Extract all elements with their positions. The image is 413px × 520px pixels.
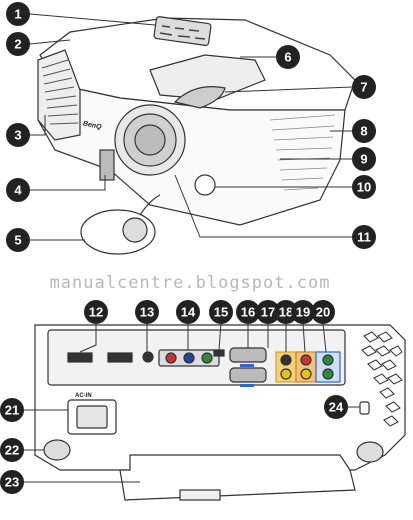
callout-1: 1 [6,2,30,26]
callout-11: 11 [352,225,376,249]
svg-text:12: 12 [89,305,103,320]
callout-21: 21 [0,398,24,422]
rear-foot-right [356,441,384,463]
component-ports [158,349,220,367]
adjuster-foot [99,149,115,181]
watermark-text: manualcentre.blogspot.com [50,273,331,293]
security-lock-slot [359,401,370,415]
svg-text:4: 4 [14,183,22,198]
power-socket-inner [76,405,108,429]
callout-24: 24 [324,395,348,419]
svg-text:20: 20 [316,305,330,320]
lens-cap-strap [139,194,161,216]
av-ports [275,351,341,383]
svg-text:9: 9 [360,152,367,167]
projector-front-face [37,84,346,226]
svg-text:15: 15 [214,305,228,320]
callout-15: 15 [209,300,233,324]
svg-text:7: 7 [360,80,367,95]
callout-6: 6 [276,45,300,69]
svg-text:21: 21 [5,403,19,418]
lens-inner [134,124,166,156]
callout-13: 13 [135,300,159,324]
callout-22: 22 [0,438,24,462]
svg-text:18: 18 [279,305,293,320]
callout-16: 16 [236,300,260,324]
acin-label: AC-IN [75,393,92,399]
rear-vent-holes [361,331,403,427]
bottom-leader-lines [24,322,360,483]
hdmi-port-2 [107,352,133,363]
callout-17: 17 [256,300,280,324]
svg-text:1: 1 [14,7,21,22]
callout-20: 20 [311,300,335,324]
svg-text:23: 23 [5,475,19,490]
callout-19: 19 [291,300,315,324]
lamp-cover [119,454,356,501]
top-callouts: 1 2 3 4 5 6 7 8 9 10 11 [6,2,376,252]
callout-18: 18 [274,300,298,324]
callout-23: 23 [0,470,24,494]
left-vent-panel [37,49,81,141]
brand-logo: BenQ [82,120,102,131]
svg-text:8: 8 [360,124,367,139]
callout-5: 5 [6,228,30,252]
lens-cap-knob [122,217,148,243]
svg-text:19: 19 [296,305,310,320]
svg-text:2: 2 [14,37,21,52]
callout-12: 12 [84,300,108,324]
ir-sensor [194,174,216,196]
projector-front-view [37,16,356,255]
zoom-ring-icon [173,86,226,109]
top-leader-lines [29,13,353,241]
svg-text:11: 11 [357,230,371,245]
svg-text:16: 16 [241,305,255,320]
svg-text:13: 13 [140,305,154,320]
svg-text:3: 3 [14,128,21,143]
svg-text:17: 17 [261,305,275,320]
callout-7: 7 [352,75,376,99]
svg-text:24: 24 [329,400,344,415]
rear-foot-left [43,439,71,461]
callout-14: 14 [176,300,200,324]
svg-text:6: 6 [284,50,291,65]
focus-zoom-recess [149,54,266,101]
callout-4: 4 [6,178,30,202]
svg-text:5: 5 [14,233,21,248]
vga-port-1 [229,347,267,363]
svg-text:22: 22 [5,443,19,458]
audio-jack [142,351,154,363]
svg-text:10: 10 [357,180,371,195]
svg-text:14: 14 [181,305,196,320]
hdmi-port-1 [67,352,93,363]
projector-rear-view [34,324,406,501]
lamp-cover-tab [179,489,221,501]
vga-port-2 [229,367,267,383]
callout-8: 8 [352,119,376,143]
vga-label-2 [240,384,254,387]
vga-label-1 [240,364,254,367]
bottom-callouts: 12 13 14 15 16 17 18 19 20 21 22 23 24 [0,300,348,494]
callout-3: 3 [6,123,30,147]
usb-port [213,349,225,357]
callout-9: 9 [352,147,376,171]
callout-10: 10 [352,175,376,199]
callout-2: 2 [6,32,30,56]
